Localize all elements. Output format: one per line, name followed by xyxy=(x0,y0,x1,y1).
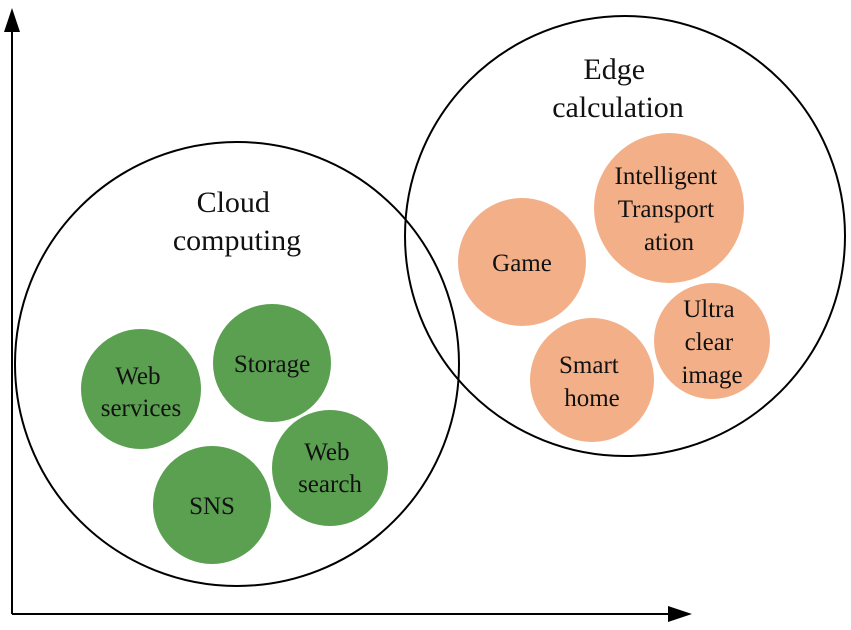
cloud-node-label: SNS xyxy=(189,493,235,520)
edge-calculation-circle xyxy=(404,15,846,457)
edge-node-circle xyxy=(654,283,770,399)
cloud-node-circle xyxy=(213,304,331,422)
edge-node-label: Intelligent Transport ation xyxy=(615,163,724,256)
axes xyxy=(4,8,692,622)
edge-node-intelligent-transportation: Intelligent Transport ation xyxy=(594,133,744,283)
edge-node-label: Game xyxy=(492,250,552,277)
cloud-node-label: Web services xyxy=(101,363,182,422)
edge-node-smart-home: Smart home xyxy=(530,318,654,442)
cloud-title-line-2: computing xyxy=(173,224,301,257)
edge-node-circle xyxy=(530,318,654,442)
node-label-line: home xyxy=(564,385,620,412)
cloud-node-web-search: Web search xyxy=(272,410,388,526)
edge-node-label: Ultra clear image xyxy=(681,296,742,389)
node-label-line: image xyxy=(681,362,742,389)
cloud-node-circle xyxy=(153,446,271,564)
edge-node-circle xyxy=(458,198,586,326)
cloud-node-label: Web search xyxy=(298,439,362,498)
cloud-node-circle xyxy=(272,410,388,526)
cloud-node-sns: SNS xyxy=(153,446,271,564)
edge-calculation-title: Edge calculation xyxy=(552,53,684,124)
edge-title-line-2: calculation xyxy=(552,91,684,124)
node-label-line: Ultra xyxy=(683,296,734,323)
node-label-line: SNS xyxy=(189,493,235,520)
node-label-line: Web xyxy=(304,439,349,466)
node-label-line: ation xyxy=(644,229,694,256)
cloud-computing-circle xyxy=(14,141,460,587)
edge-node-circle xyxy=(594,133,744,283)
node-label-line: Intelligent xyxy=(615,163,718,190)
node-label-line: Transport xyxy=(618,196,714,223)
node-label-line: services xyxy=(101,395,182,422)
edge-title-line-1: Edge xyxy=(583,53,645,86)
cloud-title-line-1: Cloud xyxy=(197,186,270,219)
node-label-line: search xyxy=(298,471,362,498)
x-axis-arrowhead xyxy=(668,606,692,622)
edge-node-game: Game xyxy=(458,198,586,326)
cloud-node-circle xyxy=(81,329,201,449)
node-label-line: clear xyxy=(685,329,734,356)
cloud-node-storage: Storage xyxy=(213,304,331,422)
edge-node-label: Smart home xyxy=(559,352,625,412)
y-axis-arrowhead xyxy=(4,8,20,32)
cloud-node-web-services: Web services xyxy=(81,329,201,449)
node-label-line: Web xyxy=(115,363,160,390)
cloud-node-label: Storage xyxy=(234,351,310,378)
edge-node-ultra-clear-image: Ultra clear image xyxy=(654,283,770,399)
node-label-line: Storage xyxy=(234,351,310,378)
node-label-line: Game xyxy=(492,250,552,277)
cloud-computing-title: Cloud computing xyxy=(173,186,301,257)
node-label-line: Smart xyxy=(559,352,619,379)
